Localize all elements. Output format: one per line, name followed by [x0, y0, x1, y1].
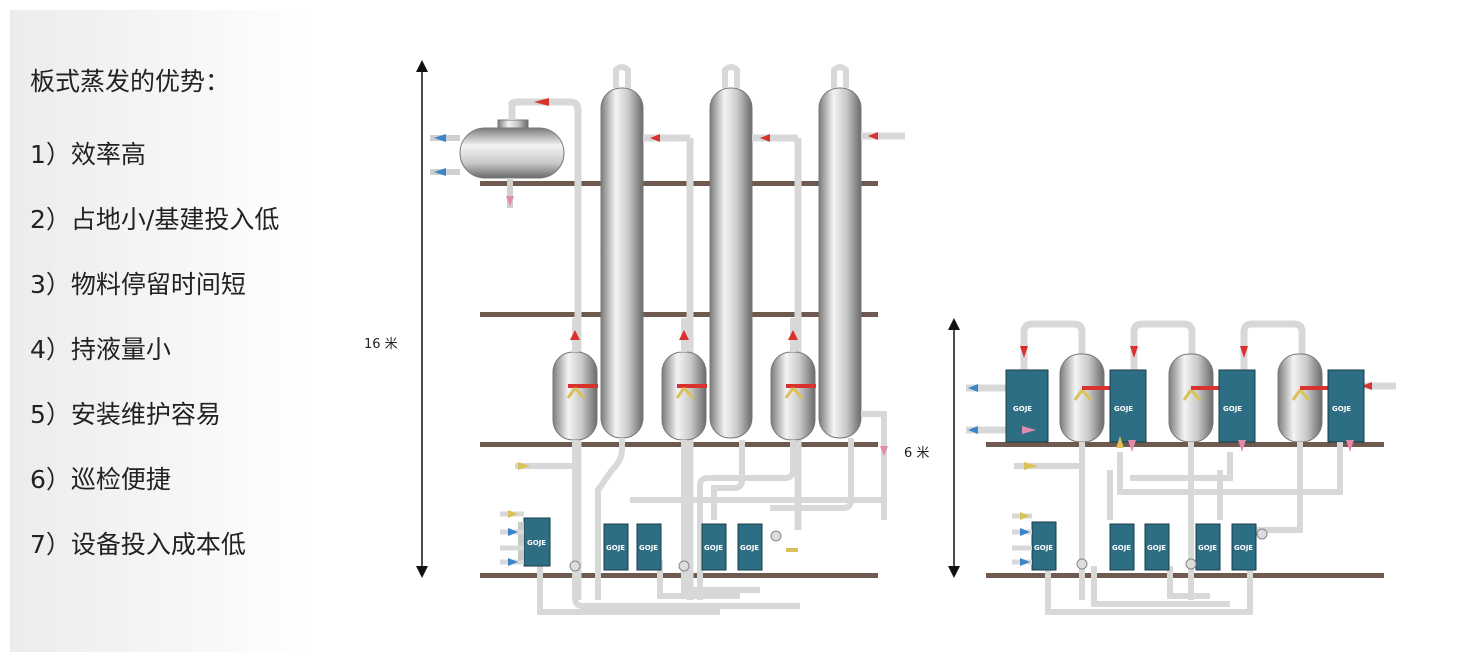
- left-plate-heat-exchangers: GOJE GOJE GOJE GOJE GOJE: [500, 510, 798, 572]
- right-evaporator-system: 6 米: [904, 318, 1396, 615]
- left-height-label: 16 米: [364, 337, 398, 352]
- advantage-item: 2）占地小/基建投入低: [30, 205, 280, 234]
- advantage-item: 7）设备投入成本低: [30, 530, 246, 559]
- svg-text:GOJE: GOJE: [1114, 405, 1133, 413]
- svg-text:GOJE: GOJE: [1013, 405, 1032, 413]
- left-evaporator-column-3: [818, 64, 905, 520]
- svg-text:GOJE: GOJE: [704, 544, 723, 552]
- svg-text:GOJE: GOJE: [639, 544, 658, 552]
- left-evaporator-system: 16 米: [364, 60, 905, 615]
- left-condenser-vessel: [430, 119, 565, 208]
- left-evaporator-column-2: [709, 64, 802, 530]
- right-lower-plate-exchangers: GOJE GOJE GOJE GOJE GOJE: [1012, 512, 1268, 571]
- advantages-panel: 板式蒸发的优势： 1）效率高 2）占地小/基建投入低 3）物料停留时间短 4）持…: [10, 10, 314, 652]
- right-height-label: 6 米: [904, 446, 929, 461]
- advantage-item: 4）持液量小: [30, 335, 171, 364]
- right-floor-beams: [986, 442, 1384, 578]
- svg-text:GOJE: GOJE: [1147, 544, 1166, 552]
- svg-text:GOJE: GOJE: [740, 544, 759, 552]
- panel-title: 板式蒸发的优势：: [30, 67, 231, 96]
- evaporator-comparison-diagram: 16 米: [364, 60, 1396, 615]
- svg-text:GOJE: GOJE: [1034, 544, 1053, 552]
- svg-text:GOJE: GOJE: [1234, 544, 1253, 552]
- advantage-item: 1）效率高: [30, 140, 146, 169]
- left-piping-network: [515, 438, 887, 615]
- svg-text:GOJE: GOJE: [606, 544, 625, 552]
- left-floor-beams: [480, 181, 878, 578]
- right-upper-plate-exchangers: GOJE GOJE GOJE GOJE: [1005, 369, 1365, 443]
- advantage-item: 6）巡检便捷: [30, 465, 171, 494]
- left-evaporator-column-1: [600, 64, 694, 600]
- svg-text:GOJE: GOJE: [1198, 544, 1217, 552]
- advantage-item: 5）安装维护容易: [30, 400, 221, 429]
- svg-text:GOJE: GOJE: [527, 539, 546, 547]
- left-separators: [552, 318, 816, 441]
- svg-text:GOJE: GOJE: [1223, 405, 1242, 413]
- svg-text:GOJE: GOJE: [1112, 544, 1131, 552]
- right-piping-network: [1014, 442, 1343, 615]
- advantage-item: 3）物料停留时间短: [30, 270, 246, 299]
- svg-text:GOJE: GOJE: [1332, 405, 1351, 413]
- right-separators: [1059, 353, 1328, 443]
